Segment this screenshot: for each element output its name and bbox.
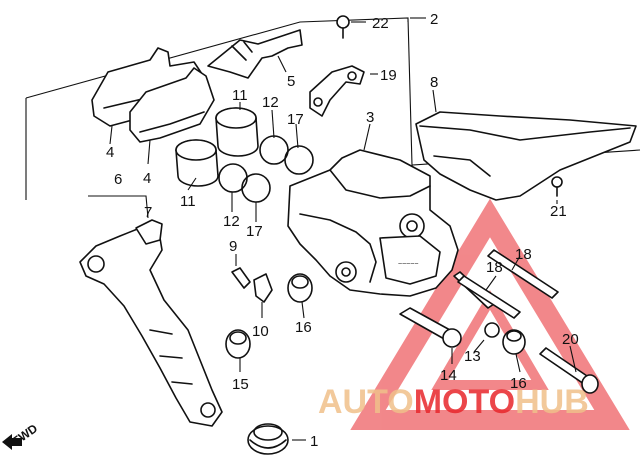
cap-10 bbox=[253, 273, 273, 303]
clip-7 bbox=[135, 219, 163, 245]
callout-16a: 16 bbox=[295, 319, 312, 336]
callout-11b: 11 bbox=[180, 193, 196, 210]
watermark-text: AUTOMOTOHUB bbox=[318, 383, 589, 421]
watermark-part-3: HUB bbox=[515, 383, 589, 421]
callout-22: 22 bbox=[372, 15, 389, 32]
bolt-22 bbox=[336, 15, 350, 39]
callout-20: 20 bbox=[562, 331, 579, 348]
bolt-21 bbox=[551, 176, 563, 197]
forward-direction-label: FWD bbox=[10, 421, 41, 448]
svg-text:AUTOMOTOHUB: AUTOMOTOHUB bbox=[318, 383, 589, 421]
callout-19: 19 bbox=[380, 67, 397, 84]
boot-16a bbox=[287, 273, 313, 303]
caliper-cover-8 bbox=[415, 111, 637, 201]
boot-16b bbox=[502, 329, 526, 355]
seal-17b bbox=[241, 173, 271, 203]
callout-18b: 18 bbox=[486, 259, 503, 276]
callout-17a: 17 bbox=[287, 111, 304, 128]
watermark-part-1: AUTO bbox=[318, 383, 414, 421]
leader-lines bbox=[88, 17, 577, 441]
callout-7: 7 bbox=[144, 204, 152, 221]
callout-21: 21 bbox=[550, 203, 567, 220]
callout-12a: 12 bbox=[262, 94, 279, 111]
callout-4b: 4 bbox=[143, 170, 151, 187]
svg-text:~~~~~: ~~~~~ bbox=[398, 261, 418, 268]
callout-2: 2 bbox=[430, 11, 438, 28]
bleeder-valve-9 bbox=[231, 267, 251, 289]
callout-16b: 16 bbox=[510, 375, 527, 392]
watermark-part-2: MOTO bbox=[414, 383, 515, 421]
bracket-19 bbox=[309, 65, 365, 117]
piston-11b bbox=[175, 139, 219, 187]
callout-18a: 18 bbox=[515, 246, 532, 263]
forward-arrow-icon bbox=[2, 434, 22, 450]
callout-4a: 4 bbox=[106, 144, 114, 161]
bracket-5 bbox=[207, 29, 303, 79]
callout-13: 13 bbox=[464, 348, 481, 365]
boot-1 bbox=[247, 423, 289, 455]
callout-15: 15 bbox=[232, 376, 249, 393]
callout-3: 3 bbox=[366, 109, 374, 126]
bolt-20 bbox=[539, 347, 599, 394]
seal-12a bbox=[259, 135, 289, 165]
callout-14: 14 bbox=[440, 367, 457, 384]
callout-10: 10 bbox=[252, 323, 269, 340]
callout-6: 6 bbox=[114, 171, 122, 188]
piston-11a bbox=[215, 107, 259, 157]
pin-18a bbox=[487, 249, 559, 299]
caliper-body-3: ~~~~~ bbox=[287, 149, 459, 297]
callout-11a: 11 bbox=[232, 87, 248, 104]
callout-8: 8 bbox=[430, 74, 438, 91]
caliper-bracket-6 bbox=[79, 225, 223, 427]
callout-9: 9 bbox=[229, 238, 237, 255]
callout-12b: 12 bbox=[223, 213, 240, 230]
pin-14 bbox=[399, 307, 462, 348]
callout-17b: 17 bbox=[246, 223, 263, 240]
callout-1: 1 bbox=[310, 433, 318, 450]
callout-5: 5 bbox=[287, 73, 295, 90]
callout-labels: 1 2 3 4 4 5 6 7 8 9 10 11 11 12 12 13 14… bbox=[106, 11, 579, 450]
pin-18b bbox=[457, 275, 521, 319]
brake-pad-4b bbox=[129, 67, 215, 143]
boot-15 bbox=[225, 329, 251, 359]
seal-17a bbox=[284, 145, 314, 175]
